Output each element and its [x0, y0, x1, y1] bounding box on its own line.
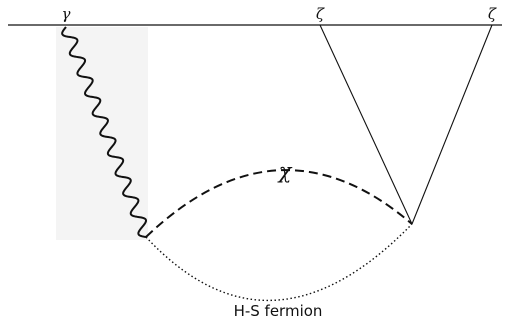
zeta-line-2	[411, 24, 493, 225]
zeta-label-1: ζ	[316, 5, 325, 23]
fermion-label: H-S fermion	[234, 302, 323, 320]
photon-shading	[56, 27, 148, 240]
zeta-label-2: ζ	[488, 5, 497, 23]
zeta-line-1	[319, 24, 413, 225]
chi-label: χ	[277, 159, 293, 183]
photon-wavy-line	[61, 26, 148, 238]
chi-dashed-arc	[145, 169, 413, 238]
fermion-dotted-arc	[145, 223, 413, 302]
photon-label: γ	[62, 5, 71, 23]
